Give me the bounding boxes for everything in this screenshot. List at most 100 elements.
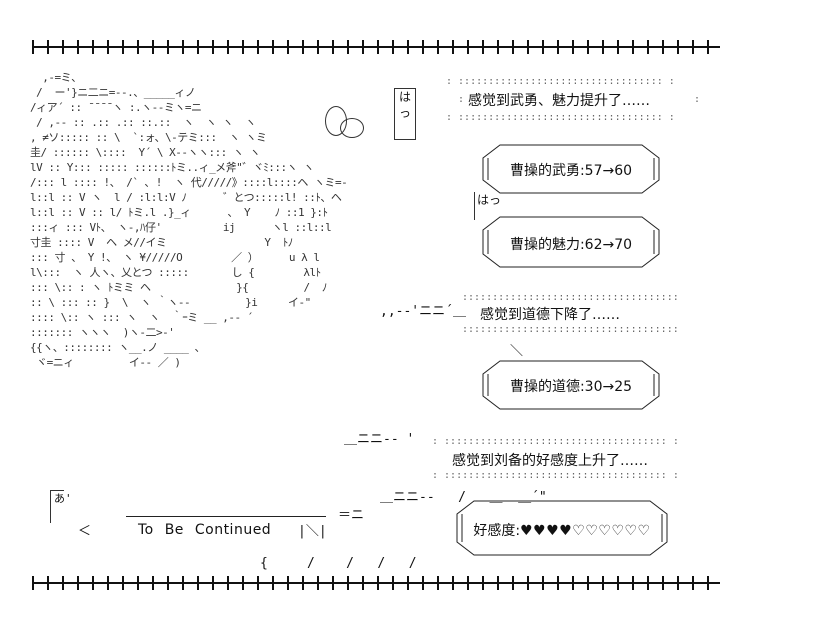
rail-tick <box>182 576 184 590</box>
rail-tick <box>677 40 679 54</box>
rail-tick <box>482 576 484 590</box>
rail-tick <box>692 576 694 590</box>
rail-tick <box>47 40 49 54</box>
rail-tick <box>317 576 319 590</box>
rail-tick <box>137 40 139 54</box>
rail-tick <box>32 40 34 54</box>
to-be-continued-mark: |＼| <box>298 524 327 539</box>
rail-tick <box>677 576 679 590</box>
small-bubble: あ' <box>50 490 72 523</box>
rail-tick <box>692 40 694 54</box>
hexagon-frame <box>482 144 660 194</box>
dotted-frame-top: : :::::::::::::::::::::::::::::::::: : <box>446 76 675 87</box>
rail-tick <box>182 40 184 54</box>
rail-tick <box>122 40 124 54</box>
banner-stroke: ＝ニ <box>338 508 365 523</box>
dotted-frame-bottom: : :::::::::::::::::::::::::::::::::: : <box>446 112 675 123</box>
arrow-stroke: ＜ <box>78 524 92 539</box>
hexagon-frame <box>456 500 668 556</box>
rail-tick <box>362 576 364 590</box>
rail-tick <box>497 40 499 54</box>
rail-tick <box>107 576 109 590</box>
to-be-continued-text: To Be Continued <box>138 522 272 538</box>
rail-tick <box>512 576 514 590</box>
rail-tick <box>497 576 499 590</box>
stat-box-favor: 好感度:♥♥♥♥♡♡♡♡♡♡ <box>456 500 668 556</box>
motion-stroke: { / / / / <box>260 556 417 571</box>
rail-tick <box>632 40 634 54</box>
rail-tick <box>287 576 289 590</box>
favor-label: 好感度: <box>473 523 521 539</box>
rail-tick <box>302 40 304 54</box>
bubble-ha-text: はっ <box>394 89 416 121</box>
rail-tick <box>647 40 649 54</box>
rail-tick <box>152 40 154 54</box>
rail-tick <box>227 40 229 54</box>
rail-tick <box>602 576 604 590</box>
bottom-border-rail <box>32 576 720 590</box>
speech-stroke: ＼ <box>510 344 524 359</box>
rail-tick <box>512 40 514 54</box>
rail-line <box>32 46 720 48</box>
rail-tick <box>707 576 709 590</box>
bubble-body <box>394 121 416 139</box>
exclaim-bubble-mid: はっ <box>474 192 501 220</box>
rail-tick <box>407 40 409 54</box>
rail-tick <box>452 40 454 54</box>
dotted-frame-top: :::::::::::::::::::::::::::::::::::: <box>462 292 679 303</box>
rail-tick <box>302 576 304 590</box>
rail-tick <box>587 40 589 54</box>
favor-row: 好感度:♥♥♥♥♡♡♡♡♡♡ <box>456 520 668 540</box>
rail-tick <box>212 576 214 590</box>
rail-tick <box>77 40 79 54</box>
rail-tick <box>467 40 469 54</box>
rail-tick <box>377 576 379 590</box>
bubble-edge <box>394 88 416 89</box>
rail-tick <box>332 40 334 54</box>
rail-tick <box>617 40 619 54</box>
rail-tick <box>242 576 244 590</box>
dotted-frame-right: : <box>694 94 701 105</box>
rail-tick <box>437 40 439 54</box>
ascii-art-figure: ,-=ミ、 / ー'}ニ二ニ=--.、_____ィノ /ィア´ :: ̄ ̄ ̄… <box>30 71 348 369</box>
bubble-body <box>474 208 501 220</box>
hexagon-frame <box>482 360 660 410</box>
rail-tick <box>272 40 274 54</box>
message-favor-up: 感觉到刘备的好感度上升了…… <box>452 453 648 469</box>
rail-tick <box>212 40 214 54</box>
rail-tick <box>392 576 394 590</box>
rail-tick <box>437 576 439 590</box>
sweat-drop-shape <box>340 118 364 138</box>
rail-tick <box>407 576 409 590</box>
speech-stroke: ,,--'ニニ´＿ <box>380 304 466 319</box>
rail-tick <box>572 576 574 590</box>
bubble-body <box>50 507 72 523</box>
rail-tick <box>557 576 559 590</box>
bubble-edge <box>394 139 416 140</box>
message-valor-charm-up: 感觉到武勇、魅力提升了…… <box>468 93 650 109</box>
rail-tick <box>47 576 49 590</box>
exclaim-bubble-top: はっ <box>394 88 416 140</box>
favor-hearts: ♥♥♥♥♡♡♡♡♡♡ <box>520 523 651 539</box>
rail-tick <box>707 40 709 54</box>
rail-tick <box>602 40 604 54</box>
rail-tick <box>197 40 199 54</box>
stat-valor-text: 曹操的武勇:57→60 <box>509 163 633 179</box>
rail-tick <box>452 576 454 590</box>
rail-tick <box>242 40 244 54</box>
dotted-frame-bottom: :::::::::::::::::::::::::::::::::::: <box>462 324 679 335</box>
stat-box-morality: 曹操的道德:30→25 <box>482 360 660 410</box>
rail-tick <box>542 576 544 590</box>
rail-tick <box>662 576 664 590</box>
rail-tick <box>662 40 664 54</box>
rail-tick <box>92 576 94 590</box>
rail-tick <box>422 576 424 590</box>
small-bubble-text: あ' <box>50 491 72 507</box>
bubble-edge <box>50 490 64 491</box>
rail-tick <box>587 576 589 590</box>
stat-box-charm: 曹操的魅力:62→70 <box>482 216 660 268</box>
rail-tick <box>77 576 79 590</box>
message-morality-down: 感觉到道德下降了…… <box>480 307 620 323</box>
rail-tick <box>167 40 169 54</box>
dotted-frame-bottom: : ::::::::::::::::::::::::::::::::::::: … <box>432 470 679 481</box>
